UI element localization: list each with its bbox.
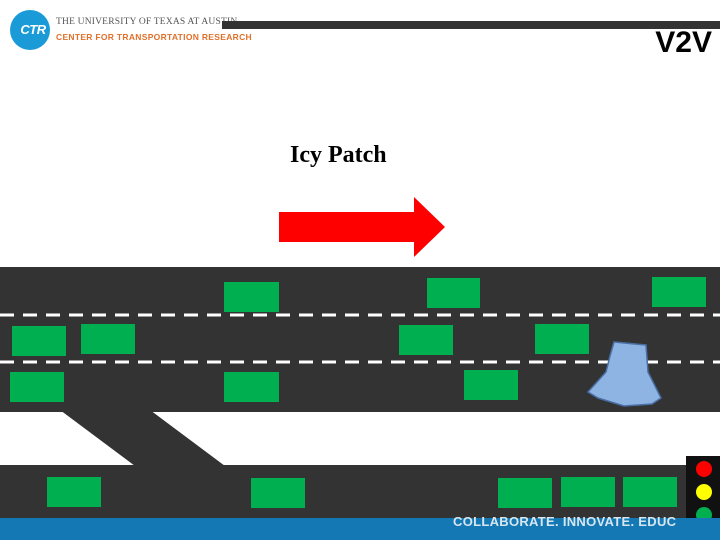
car [561,477,615,507]
university-name: THE UNIVERSITY OF TEXAS AT AUSTIN [56,17,238,27]
car [47,477,101,507]
icy-patch-label: Icy Patch [290,142,387,168]
car [623,477,677,507]
car [535,324,589,354]
yellow-light-icon [696,484,712,500]
logo-text: CTR [20,22,46,37]
footer-tagline: COLLABORATE. INNOVATE. EDUC [453,514,677,529]
car [498,478,552,508]
car [251,478,305,508]
car [427,278,480,308]
on-ramp [60,410,225,466]
car [464,370,518,400]
car [81,324,135,354]
header-bar [222,21,720,29]
car [224,372,279,402]
direction-arrow [279,197,445,257]
slide-title: V2V [655,26,712,59]
ctr-logo: CTR THE UNIVERSITY OF TEXAS AT AUSTIN CE… [8,6,252,50]
red-light-icon [696,461,712,477]
car [399,325,453,355]
car [12,326,66,356]
car [10,372,64,402]
footer-bar [0,518,720,540]
center-name: CENTER FOR TRANSPORTATION RESEARCH [56,32,252,42]
icy-patch-shape [586,341,662,407]
car [652,277,706,307]
car [224,282,279,312]
logo-circle-icon [10,10,50,50]
